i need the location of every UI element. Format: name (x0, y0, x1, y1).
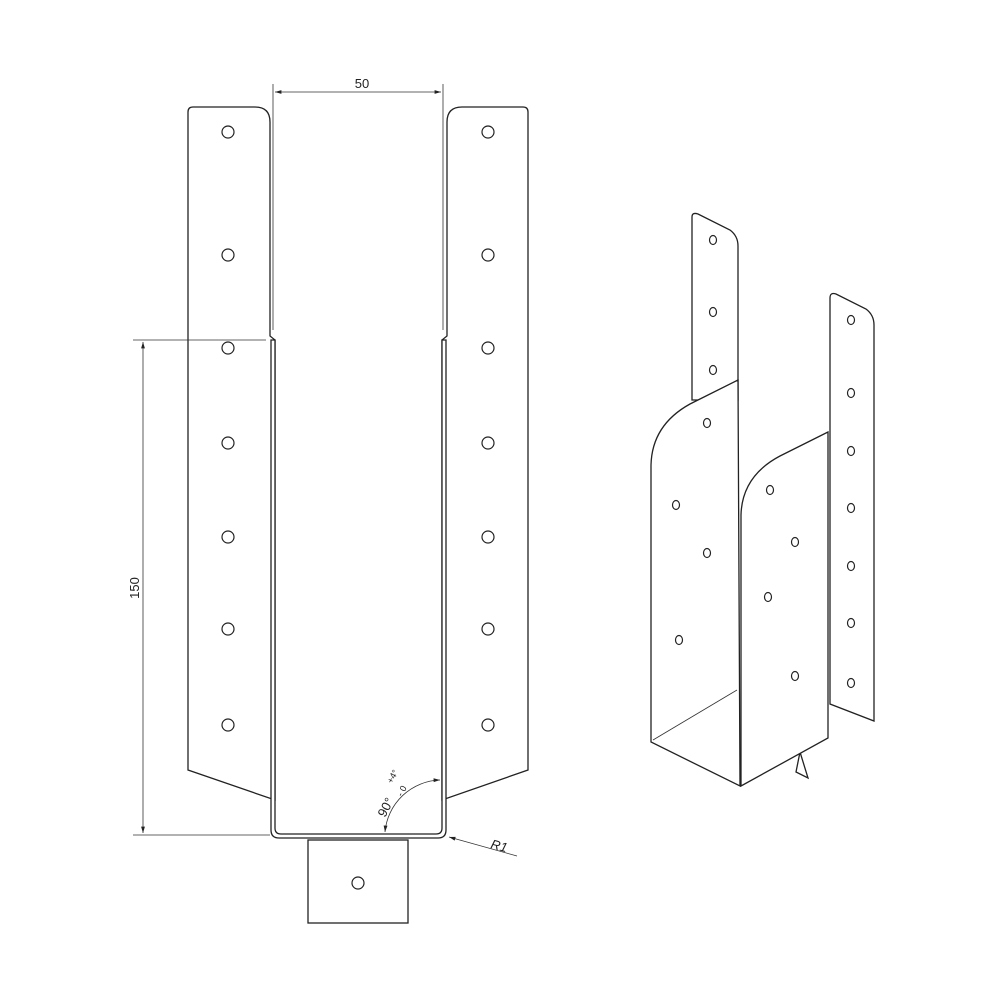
left-flange (187, 106, 276, 801)
angle-label: 90° (374, 795, 396, 819)
angle-tolerance-minus: - 0 (395, 784, 409, 798)
isometric-view (650, 212, 875, 788)
channel-wall (270, 339, 447, 839)
angle-tolerance-plus: +4° (385, 768, 401, 785)
height-dimension: 150 (127, 339, 270, 836)
iso-back-left-strip (691, 212, 739, 401)
iso-left-panel (650, 378, 741, 788)
width-label: 50 (355, 76, 369, 91)
iso-bottom-tab (795, 751, 810, 780)
front-view: 50 150 90° +4° - 0 R1 (127, 76, 529, 924)
angle-dimension: 90° +4° - 0 (374, 768, 441, 833)
right-flange-holes (481, 125, 495, 732)
height-label: 150 (127, 577, 142, 599)
width-dimension: 50 (272, 76, 444, 330)
left-flange-holes (221, 125, 235, 732)
iso-floor-edge (652, 689, 738, 741)
right-flange (441, 106, 529, 801)
iso-holes (671, 234, 856, 689)
radius-label: R1 (489, 836, 509, 855)
tab-hole (351, 876, 365, 890)
iso-right-panel (740, 430, 829, 788)
radius-callout: R1 (448, 836, 518, 857)
